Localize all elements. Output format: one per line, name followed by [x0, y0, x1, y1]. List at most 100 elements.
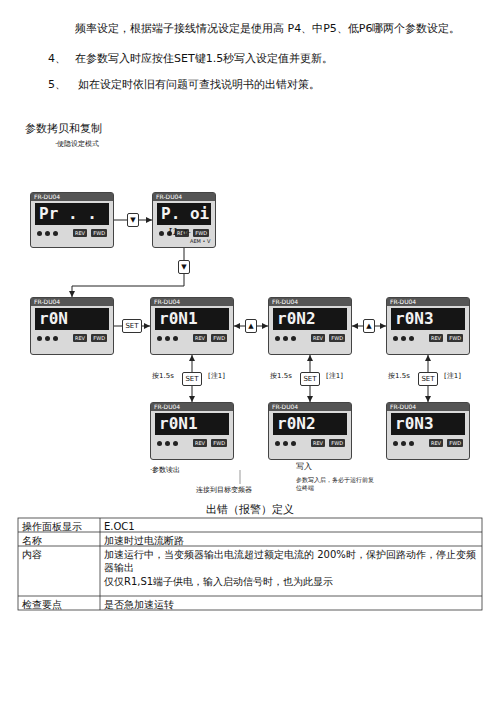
- operation-panel: FR-DU04 r0N REV FWD: [30, 297, 114, 355]
- key-row: REV FWD: [155, 438, 229, 450]
- body-text: 频率设定，根据端子接线情况设定是使用高 P4、中P5、低P6哪两个参数设定。: [75, 22, 460, 36]
- lcd-display: r0N1: [155, 413, 229, 435]
- list-number: 5、: [48, 78, 66, 92]
- table-title: 出错（报警）定义: [206, 503, 294, 517]
- status-led: [165, 336, 170, 341]
- table-cell: E.OC1: [104, 520, 474, 533]
- key-row: REVFWD: [155, 333, 229, 345]
- lcd-display: r0N3: [391, 308, 465, 330]
- page-heading: 参数拷贝和复制: [25, 122, 102, 136]
- status-led: [37, 231, 42, 236]
- leader-line: [240, 470, 241, 484]
- status-led: [409, 336, 414, 341]
- key-row: REV FWD: [391, 438, 465, 450]
- lcd-display: r0N2: [273, 308, 347, 330]
- status-led: [291, 336, 296, 341]
- key-label: REV: [193, 334, 207, 342]
- key-label: REV: [73, 229, 87, 237]
- panel-mark: AEM • V: [190, 238, 210, 244]
- body-text: 在参数写入时应按住SET键1.5秒写入设定值并更新。: [75, 52, 333, 66]
- status-led: [45, 231, 50, 236]
- key-note: 按1.5s: [152, 372, 174, 381]
- key-row: REV FWD: [35, 333, 109, 345]
- panel-model: FR-DU04: [387, 403, 469, 411]
- key-button: SET: [300, 372, 319, 386]
- subtitle: ·便隐设定模式: [55, 140, 99, 149]
- status-led: [283, 336, 288, 341]
- panel-model: FR-DU04: [153, 193, 215, 201]
- step-label: 写入: [296, 462, 312, 472]
- status-led: [291, 441, 296, 446]
- panel-model: FR-DU04: [31, 193, 113, 201]
- status-led: [37, 336, 42, 341]
- note-ref: [注1]: [444, 372, 461, 381]
- status-led: [401, 441, 406, 446]
- table-cell: 加速运行中，当变频器输出电流超过额定电流的 200%时，保护回路动作，停止变频器…: [104, 548, 476, 574]
- key-label: REV: [311, 439, 325, 447]
- lcd-display: r0N3: [391, 413, 465, 435]
- status-led: [393, 336, 398, 341]
- key-label: FWD: [91, 334, 107, 342]
- operation-panel: FR-DU04r0N2REVFWD: [268, 402, 352, 460]
- key-button: ▲: [363, 319, 374, 333]
- key-row: REVFWD: [35, 228, 109, 240]
- key-label: FWD: [193, 229, 209, 237]
- key-button: ▼: [178, 260, 189, 274]
- operation-panel: FR-DU04 Pr . . REVFWD: [30, 192, 114, 248]
- key-label: REV: [193, 439, 207, 447]
- key-button: ▼: [127, 213, 138, 227]
- key-note: 按1.5s: [388, 372, 410, 381]
- key-label: FWD: [447, 334, 463, 342]
- status-led: [401, 336, 406, 341]
- status-led: [275, 336, 280, 341]
- key-label: REV: [429, 439, 443, 447]
- lcd-display: Pr . .: [35, 203, 109, 225]
- key-label: FWD: [211, 439, 227, 447]
- operation-panel: FR-DU04 r0N3REV FWD: [386, 297, 470, 355]
- status-led: [173, 441, 178, 446]
- status-led: [173, 336, 178, 341]
- status-led: [53, 231, 58, 236]
- panel-model: FR-DU04: [151, 298, 233, 306]
- lcd-display: r0N1: [155, 308, 229, 330]
- table-cell: 名称: [22, 534, 98, 547]
- table-cell: 内容: [22, 548, 98, 561]
- table-cell: 检查要点: [22, 598, 98, 611]
- status-led: [53, 336, 58, 341]
- table-lines: [18, 518, 482, 610]
- key-button: ▲: [245, 319, 256, 333]
- table-cell: 操作面板显示: [22, 520, 98, 533]
- table-cell: 仅仅R1,S1端子供电，输入启动信号时，也为此显示: [104, 575, 476, 588]
- key-label: FWD: [329, 334, 345, 342]
- key-label: REV: [429, 334, 443, 342]
- status-led: [45, 336, 50, 341]
- key-note: 按1.5s: [270, 372, 292, 381]
- key-button: SET: [122, 319, 141, 333]
- key-label: FWD: [329, 439, 345, 447]
- lcd-display: r0N2: [273, 413, 347, 435]
- panel-mark: I1 a-: [168, 226, 191, 239]
- status-led: [283, 441, 288, 446]
- panel-model: FR-DU04: [31, 298, 113, 306]
- panel-model: FR-DU04: [151, 403, 233, 411]
- status-led: [409, 441, 414, 446]
- table-cell: 加速时过电流断路: [104, 534, 474, 547]
- key-row: REV FWD: [273, 438, 347, 450]
- lcd-display: P. oi: [157, 203, 211, 225]
- operation-panel: FR-DU04 r0N1REVFWD: [150, 297, 234, 355]
- lcd-display: r0N: [35, 308, 109, 330]
- status-led: [275, 441, 280, 446]
- key-button: SET: [418, 372, 437, 386]
- key-button: SET: [182, 372, 201, 386]
- panel-model: FR-DU04: [387, 298, 469, 306]
- table-cell: 是否急加速运转: [104, 598, 474, 611]
- status-led: [165, 441, 170, 446]
- key-row: REV FWD: [273, 333, 347, 345]
- note-ref: [注1]: [326, 372, 343, 381]
- key-label: FWD: [447, 439, 463, 447]
- body-text: 如在设定时依旧有问题可查找说明书的出错对策。: [78, 78, 320, 92]
- key-row: REV FWD: [391, 333, 465, 345]
- key-label: REV: [73, 334, 87, 342]
- operation-panel: FR-DU04 r0N3REV FWD: [386, 402, 470, 460]
- key-label: REV: [311, 334, 325, 342]
